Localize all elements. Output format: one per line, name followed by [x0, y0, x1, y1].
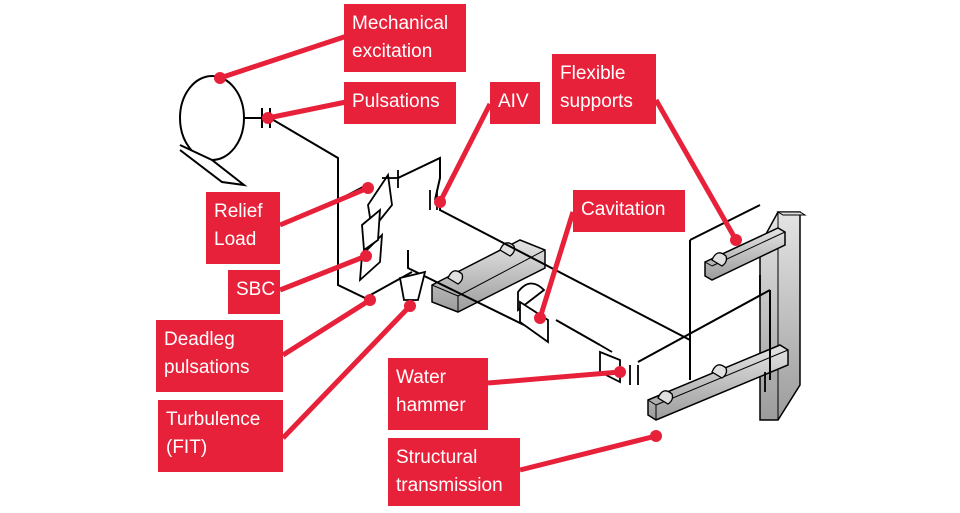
label-pulsations: Pulsations	[344, 82, 456, 124]
label-sbc: SBC	[228, 270, 280, 314]
label-aiv: AIV	[490, 82, 540, 124]
label-turbulence-fit: Turbulence (FIT)	[158, 400, 283, 472]
label-flexible-supports: Flexible supports	[552, 54, 656, 124]
label-water-hammer: Water hammer	[388, 358, 488, 430]
label-mechanical-excitation: Mechanical excitation	[344, 4, 466, 72]
label-structural-transmission: Structural transmission	[388, 438, 520, 506]
leader-lines	[219, 32, 739, 473]
pump-icon	[179, 75, 271, 187]
valve-icons	[358, 170, 766, 392]
label-cavitation: Cavitation	[573, 190, 685, 232]
pipe-clamps	[447, 242, 728, 405]
leader-dots	[214, 72, 742, 442]
label-deadleg-pulsations: Deadleg pulsations	[156, 320, 283, 392]
label-relief-load: Relief Load	[206, 192, 280, 264]
